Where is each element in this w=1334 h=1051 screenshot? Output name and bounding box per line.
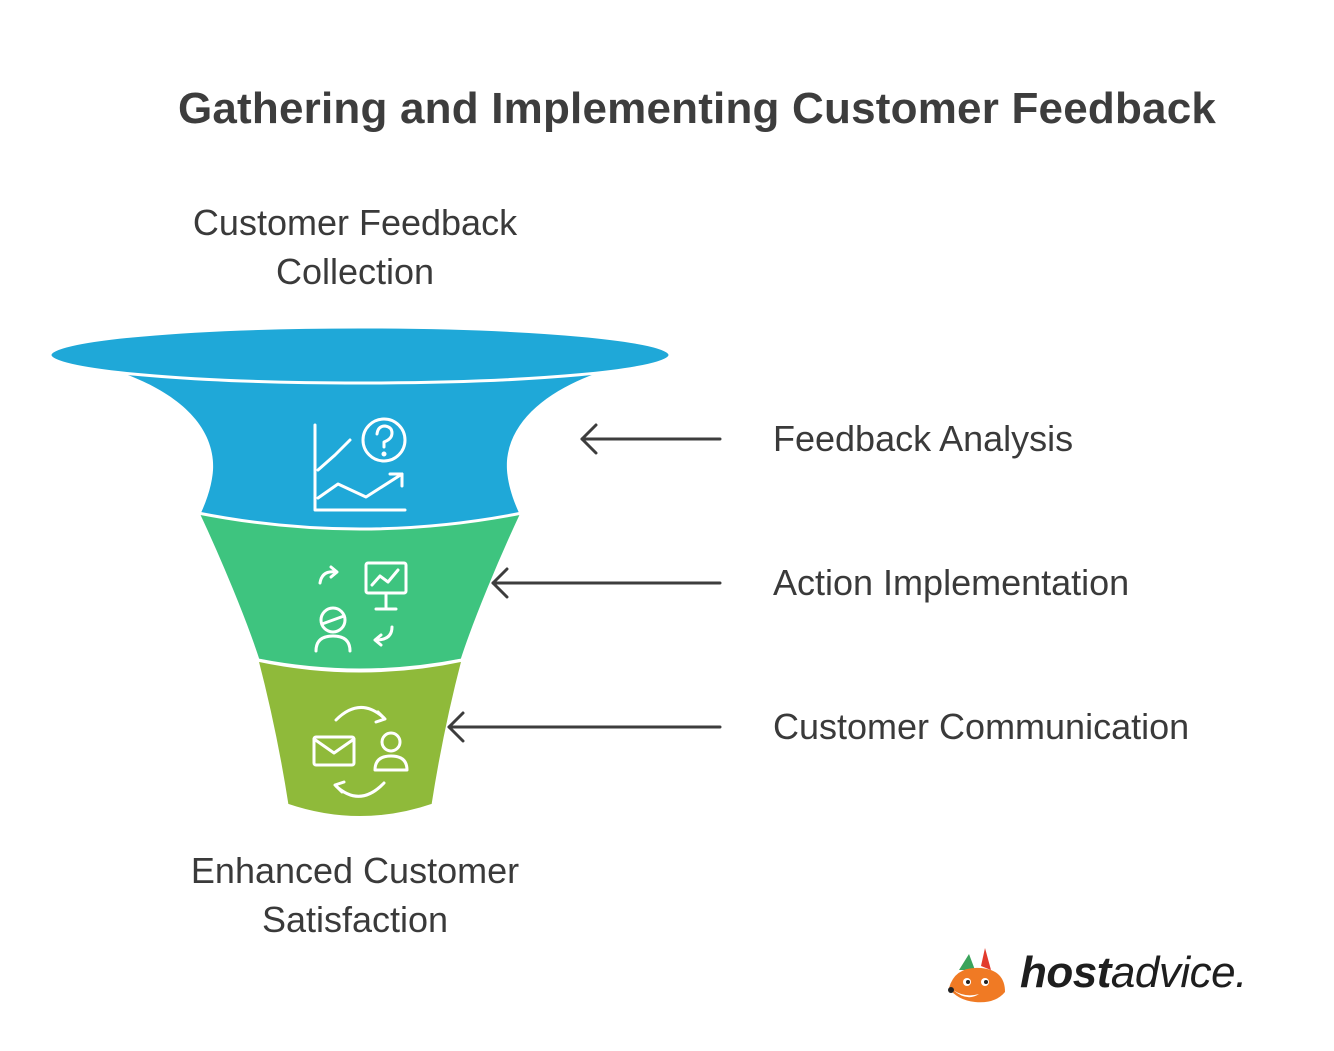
funnel-stage-communication (254, 658, 466, 819)
funnel-stage-action (195, 510, 525, 672)
diagram-title: Gathering and Implementing Customer Feed… (177, 84, 1217, 133)
logo-wordmark-regular: advice. (1110, 948, 1247, 997)
logo-wordmark-bold: host (1020, 948, 1111, 997)
mail-user-exchange-icon (312, 706, 409, 798)
stage-label-analysis: Feedback Analysis (773, 418, 1074, 459)
logo-wordmark: hostadvice. (1020, 948, 1247, 998)
arrow-analysis (580, 423, 722, 455)
stage-label-action: Action Implementation (773, 562, 1130, 603)
presentation-person-cycle-icon (314, 561, 408, 653)
funnel-input-label-line2: Collection (275, 251, 435, 292)
arrow-communication (447, 711, 722, 743)
funnel-output-label-line2: Satisfaction (261, 899, 449, 940)
hostadvice-logo: hostadvice. (945, 940, 1255, 1010)
funnel-input-label-line1: Customer Feedback (192, 202, 518, 243)
analytics-chart-question-icon (313, 417, 407, 512)
funnel-input-label: Customer Feedback Collection (155, 198, 555, 296)
fox-mascot-icon (948, 948, 1005, 1003)
stage-label-communication: Customer Communication (773, 706, 1190, 747)
funnel-output-label-line1: Enhanced Customer (190, 850, 520, 891)
arrow-action (491, 567, 722, 599)
funnel-rim (48, 325, 672, 385)
funnel-output-label: Enhanced Customer Satisfaction (155, 846, 555, 944)
funnel-stage-analysis (48, 325, 672, 530)
